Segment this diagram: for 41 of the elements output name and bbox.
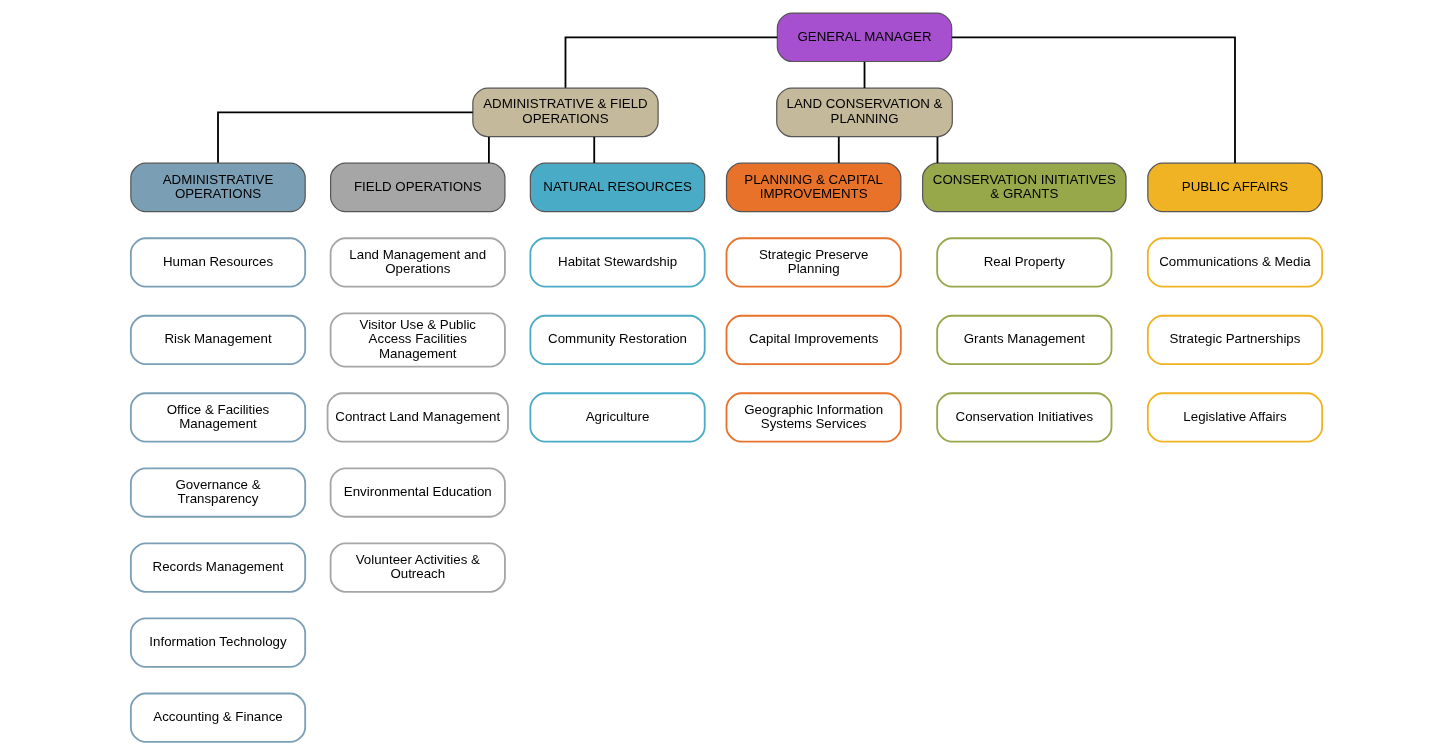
node-box: Grants Management [936,314,1113,366]
node-box: Human Resources [129,237,307,288]
node-box: Visitor Use & Public Access Facilities Management [329,312,506,368]
node-box: ADMINISTRATIVE OPERATIONS [130,162,306,213]
node-box: CONSERVATION INITIATIVES & GRANTS [922,162,1127,213]
node-box: Office & Facilities Management [129,392,307,443]
node-box: Governance & Transparency [129,467,307,518]
connector [863,60,866,89]
node-box: Records Management [129,542,307,593]
node-box: Volunteer Activities & Outreach [329,542,506,593]
node-box: Accounting & Finance [129,692,307,743]
node-box: Agriculture [529,392,706,443]
node-box: Habitat Stewardship [529,237,706,288]
connector [564,36,779,89]
node-box: Community Restoration [529,314,706,366]
connector [488,136,490,164]
node-box: LAND CONSERVATION & PLANNING [776,87,953,138]
node-box: Environmental Education [329,467,506,518]
node-box: Real Property [936,237,1113,288]
node-box: Strategic Preserve Planning [725,237,902,288]
node-box: FIELD OPERATIONS [330,162,506,213]
node-box: Conservation Initiatives [936,392,1113,443]
node-box: Capital Improvements [725,314,902,366]
connector [837,136,840,164]
connector [950,36,1236,164]
connector [936,136,939,164]
node-box: Contract Land Management [326,392,509,443]
node-box: Communications & Media [1146,237,1324,288]
node-box: Strategic Partnerships [1146,314,1324,366]
node-box: PLANNING & CAPITAL IMPROVEMENTS [725,162,902,213]
node-box: Risk Management [129,314,307,366]
node-box: Legislative Affairs [1146,392,1324,443]
node-box: Information Technology [129,617,307,668]
node-box: GENERAL MANAGER [776,12,953,63]
node-box: Geographic Information Systems Services [725,392,902,443]
connector [593,136,596,164]
node-box: NATURAL RESOURCES [529,162,706,213]
connector [217,111,474,164]
node-box: ADMINISTRATIVE & FIELD OPERATIONS [472,87,659,138]
node-box: Land Management and Operations [329,237,506,288]
node-box: PUBLIC AFFAIRS [1147,162,1323,213]
